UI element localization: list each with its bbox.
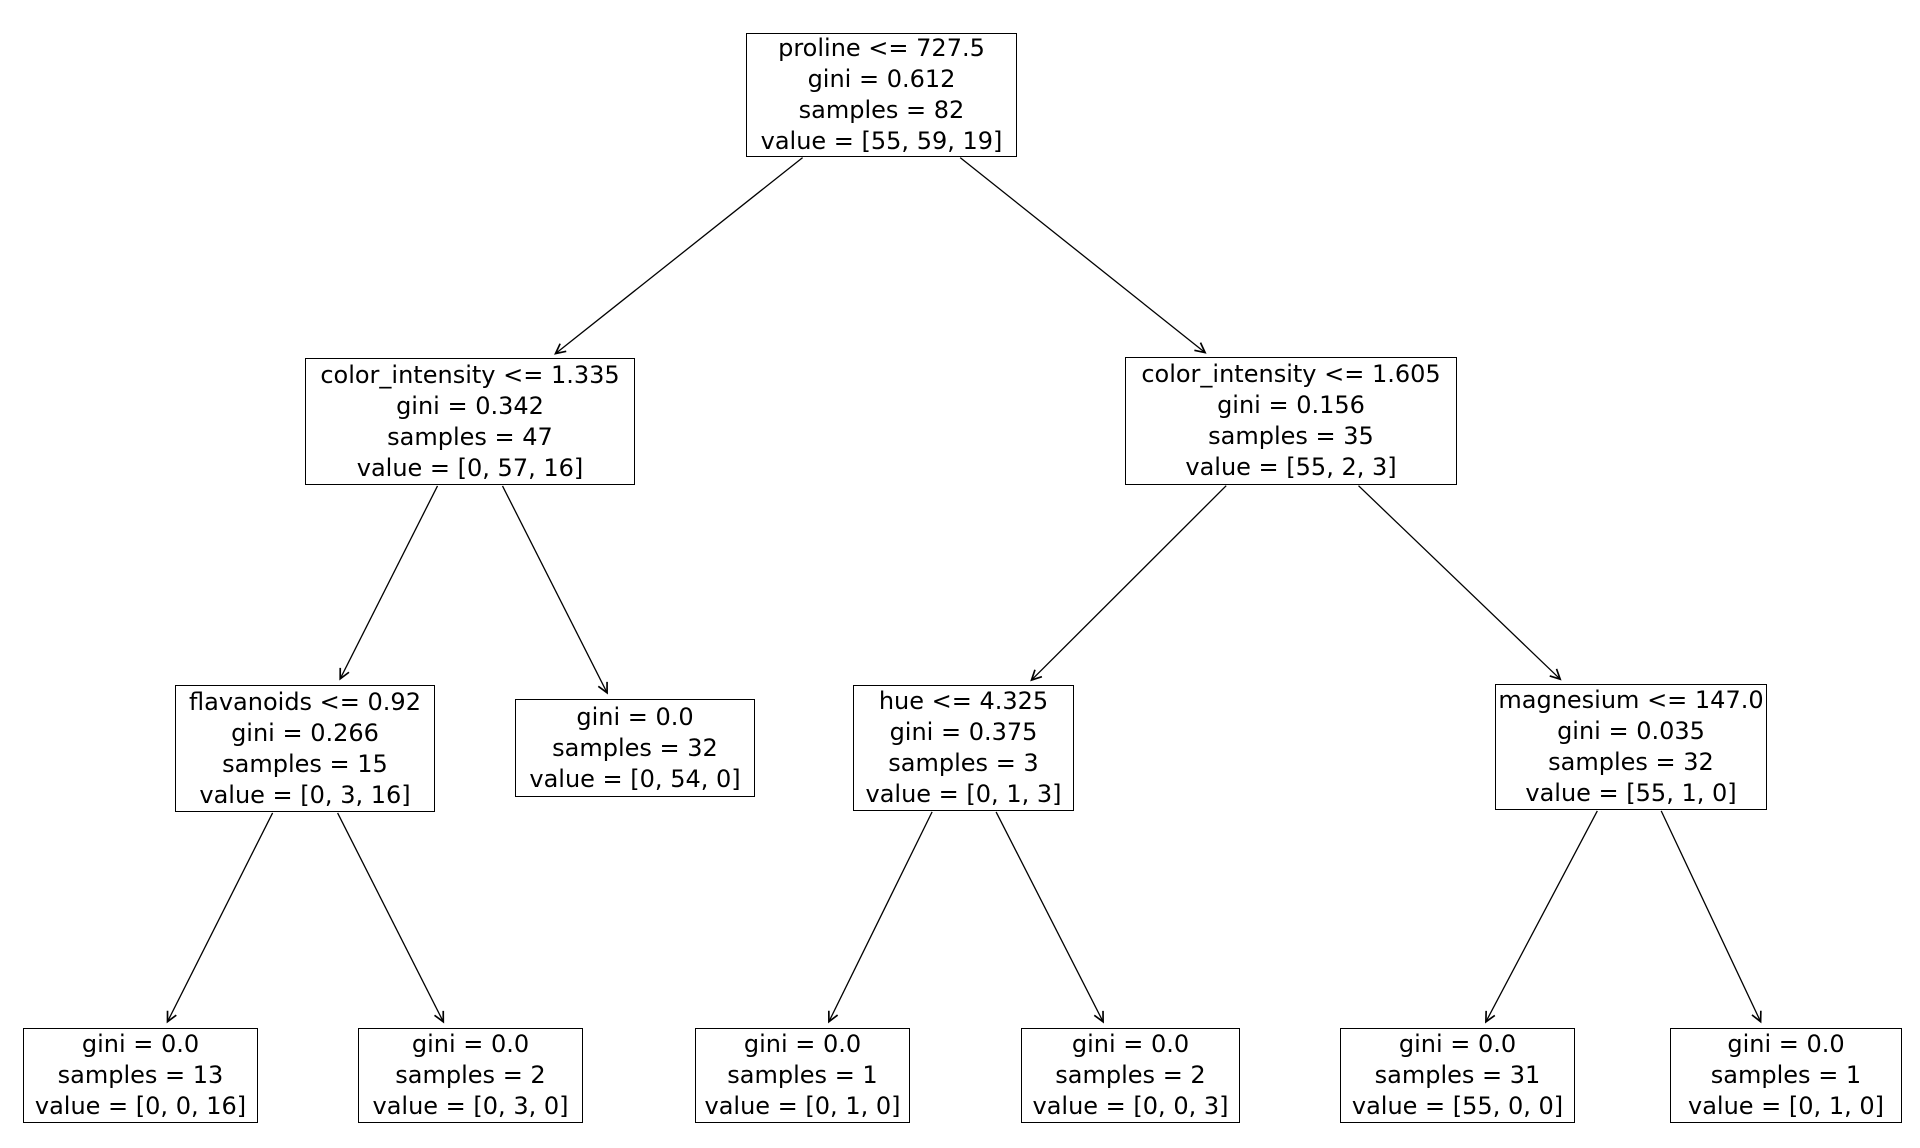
tree-edge	[1030, 485, 1227, 682]
tree-node-magnesium: magnesium <= 147.0 gini = 0.035 samples …	[1495, 684, 1767, 810]
class-value: value = [0, 1, 0]	[704, 1092, 901, 1120]
gini-value: gini = 0.156	[1217, 391, 1365, 419]
tree-edge	[959, 157, 1207, 354]
gini-value: gini = 0.0	[81, 1030, 200, 1058]
tree-edge	[554, 157, 804, 355]
class-value: value = [0, 1, 0]	[1688, 1092, 1884, 1120]
tree-edge	[166, 812, 274, 1024]
samples-count: samples = 15	[222, 749, 388, 778]
gini-value: gini = 0.612	[807, 65, 956, 93]
gini-value: gini = 0.375	[889, 718, 1038, 746]
class-value: value = [0, 54, 0]	[529, 764, 741, 793]
samples-count: samples = 47	[387, 422, 553, 451]
gini-value: gini = 0.0	[411, 1030, 530, 1058]
class-value: value = [0, 0, 3]	[1032, 1092, 1229, 1120]
gini-value: gini = 0.0	[1071, 1030, 1190, 1058]
class-value: value = [55, 0, 0]	[1351, 1092, 1564, 1120]
tree-edge	[1485, 810, 1598, 1024]
samples-count: samples = 1	[727, 1061, 878, 1089]
class-value: value = [0, 57, 16]	[356, 453, 584, 482]
tree-leaf-node: gini = 0.0 samples = 1 value = [0, 1, 0]	[1670, 1028, 1902, 1123]
samples-count: samples = 32	[1548, 748, 1714, 776]
tree-leaf-node: gini = 0.0 samples = 2 value = [0, 0, 3]	[1021, 1028, 1240, 1123]
tree-edge	[339, 485, 439, 681]
split-condition: color_intensity <= 1.605	[1141, 360, 1441, 388]
tree-edge	[1660, 810, 1762, 1024]
tree-node-root: proline <= 727.5 gini = 0.612 samples = …	[746, 33, 1017, 157]
samples-count: samples = 3	[888, 749, 1039, 777]
samples-count: samples = 2	[1055, 1061, 1206, 1089]
tree-leaf-node: gini = 0.0 samples = 31 value = [55, 0, …	[1340, 1028, 1575, 1123]
split-condition: magnesium <= 147.0	[1498, 686, 1764, 714]
tree-leaf-node: gini = 0.0 samples = 32 value = [0, 54, …	[515, 699, 755, 797]
gini-value: gini = 0.0	[743, 1030, 862, 1058]
samples-count: samples = 1	[1710, 1061, 1862, 1089]
class-value: value = [0, 3, 16]	[199, 780, 411, 809]
class-value: value = [0, 3, 0]	[372, 1092, 569, 1120]
samples-count: samples = 32	[552, 733, 718, 762]
gini-value: gini = 0.0	[576, 702, 694, 731]
tree-leaf-node: gini = 0.0 samples = 1 value = [0, 1, 0]	[695, 1028, 910, 1123]
tree-leaf-node: gini = 0.0 samples = 2 value = [0, 3, 0]	[358, 1028, 583, 1123]
gini-value: gini = 0.342	[396, 391, 544, 420]
gini-value: gini = 0.0	[1727, 1030, 1845, 1058]
split-condition: proline <= 727.5	[778, 34, 985, 62]
split-condition: color_intensity <= 1.335	[320, 360, 620, 389]
class-value: value = [55, 59, 19]	[760, 127, 1003, 155]
class-value: value = [0, 1, 3]	[865, 780, 1062, 808]
tree-leaf-node: gini = 0.0 samples = 13 value = [0, 0, 1…	[23, 1028, 258, 1123]
gini-value: gini = 0.266	[231, 718, 379, 747]
samples-count: samples = 2	[395, 1061, 546, 1089]
tree-edge	[995, 811, 1104, 1024]
tree-edge	[827, 811, 933, 1024]
tree-node-flavanoids: flavanoids <= 0.92 gini = 0.266 samples …	[175, 685, 435, 812]
samples-count: samples = 31	[1374, 1061, 1541, 1089]
tree-node-hue: hue <= 4.325 gini = 0.375 samples = 3 va…	[853, 685, 1074, 811]
class-value: value = [0, 0, 16]	[34, 1092, 247, 1120]
gini-value: gini = 0.0	[1398, 1030, 1517, 1058]
samples-count: samples = 35	[1208, 422, 1374, 450]
samples-count: samples = 82	[798, 96, 965, 124]
split-condition: hue <= 4.325	[878, 687, 1049, 715]
samples-count: samples = 13	[57, 1061, 224, 1089]
gini-value: gini = 0.035	[1557, 717, 1705, 745]
class-value: value = [55, 1, 0]	[1525, 779, 1737, 807]
tree-node-color-intensity-left: color_intensity <= 1.335 gini = 0.342 sa…	[305, 358, 635, 485]
class-value: value = [55, 2, 3]	[1185, 453, 1397, 481]
tree-edge	[501, 485, 608, 695]
tree-edge	[337, 812, 445, 1024]
split-condition: flavanoids <= 0.92	[189, 687, 421, 716]
tree-node-color-intensity-right: color_intensity <= 1.605 gini = 0.156 sa…	[1125, 357, 1457, 485]
tree-edge	[1358, 485, 1562, 681]
